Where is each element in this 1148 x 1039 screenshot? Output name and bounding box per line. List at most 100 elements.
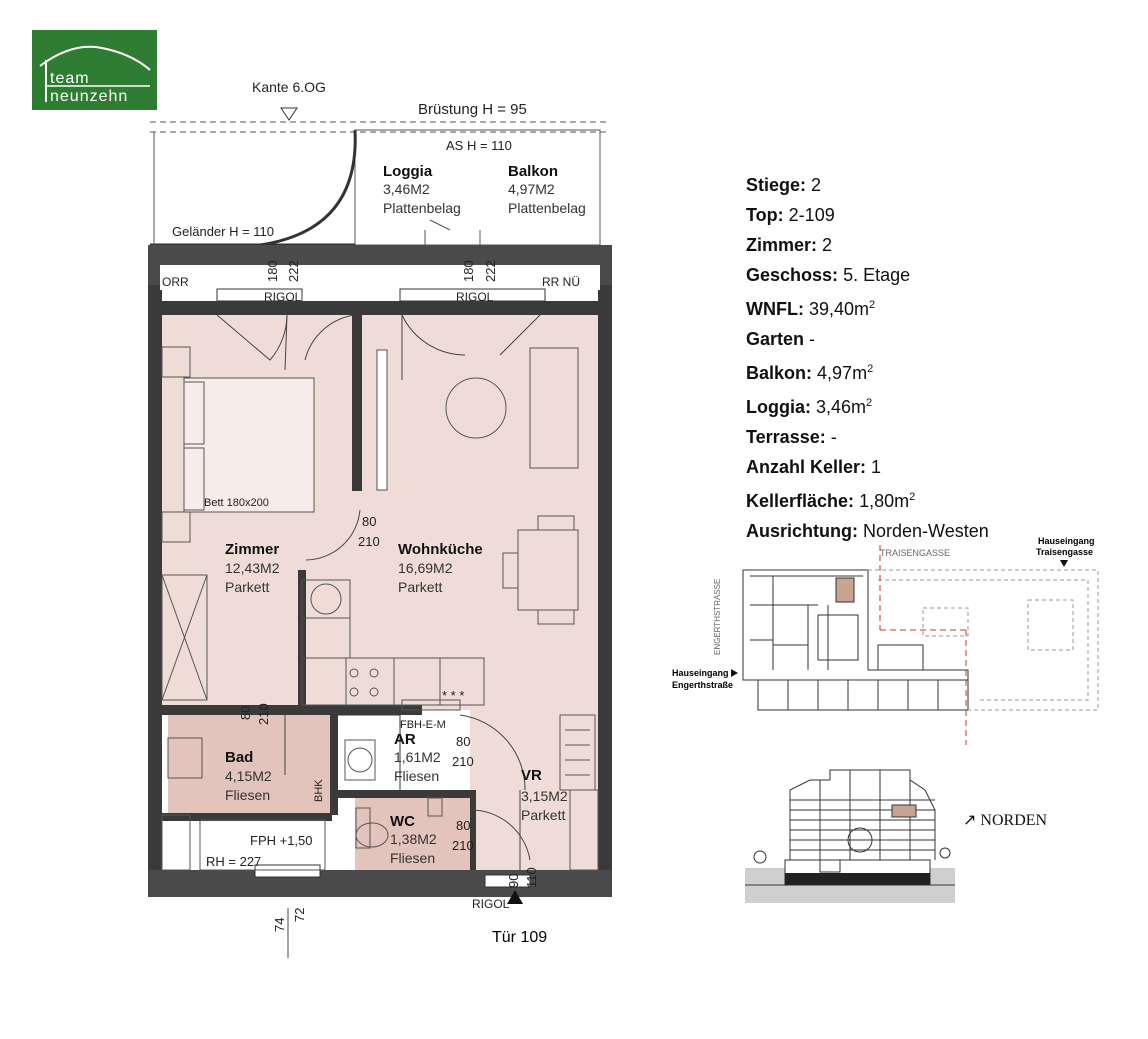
entrance-label: Tür 109: [492, 929, 547, 946]
dim-210-zimmer: 210: [358, 534, 380, 549]
dim-72: 72: [292, 908, 307, 922]
room-name-balkon: Balkon: [508, 163, 558, 180]
room-name-wohnkueche: Wohnküche: [398, 541, 483, 558]
bhk-label: BHK: [313, 779, 325, 802]
room-floor-loggia: Plattenbelag: [383, 200, 461, 216]
info-row: Kellerfläche: 1,80m2: [746, 491, 916, 511]
room-area-balkon: 4,97M2: [508, 181, 555, 197]
info-row: Anzahl Keller: 1: [746, 457, 882, 477]
fph-label: FPH +1,50: [250, 833, 313, 848]
window-rigol: [216, 288, 546, 888]
dim-80-ar: 80: [456, 734, 470, 749]
info-row: Ausrichtung: Norden-Westen: [746, 521, 989, 541]
north-arrow-icon: ↗: [963, 812, 977, 829]
door-swings: [216, 314, 541, 870]
dim-80-bad: 80: [238, 706, 253, 720]
entrance-traisengasse-line2: Traisengasse: [1036, 547, 1093, 557]
room-floor-wohnkueche: Parkett: [398, 579, 442, 595]
entrance-traisengasse-arrow-icon: [1060, 560, 1068, 567]
room-area-loggia: 3,46M2: [383, 181, 430, 197]
dim-210-wc: 210: [452, 838, 474, 853]
dim-222-left: 222: [286, 260, 301, 282]
bed-label: Bett 180x200: [204, 497, 269, 509]
info-row: Terrasse: -: [746, 427, 837, 447]
room-fills: [162, 315, 598, 870]
info-row: Stiege: 2: [746, 175, 822, 195]
building-section: [745, 769, 955, 903]
entrance-engerthstrasse-line1: Hauseingang: [672, 668, 729, 678]
north-indicator: ↗ NORDEN: [963, 810, 1047, 830]
railing-label: Geländer H = 110: [172, 224, 274, 239]
site-buildings-dashed: [868, 569, 1099, 711]
dim-180-left: 180: [265, 260, 280, 282]
info-row: WNFL: 39,40m2: [746, 299, 876, 319]
dim-180-right: 180: [461, 260, 476, 282]
section-building: [745, 769, 955, 886]
dim-222-right: 222: [483, 260, 498, 282]
site-buildings: [742, 569, 969, 711]
dim-210-ar: 210: [452, 754, 474, 769]
logo-roof-icon: [39, 45, 151, 102]
rigol-label-2: RIGOL: [456, 290, 494, 304]
rigol-label-1: RIGOL: [264, 290, 302, 304]
company-logo: team neunzehn: [32, 30, 157, 110]
room-name-vr: VR: [521, 767, 542, 784]
apartment-location-marker: [835, 577, 855, 603]
room-floor-ar: Fliesen: [394, 768, 439, 784]
as-label: AS H = 110: [446, 138, 512, 153]
info-row: Garten -: [746, 329, 816, 349]
logo-text-team: team: [50, 70, 90, 87]
dim-80-wc: 80: [456, 818, 470, 833]
rr-nue-label: RR NÜ: [542, 275, 580, 289]
info-row: Geschoss: 5. Etage: [746, 265, 911, 285]
room-area-wc: 1,38M2: [390, 831, 437, 847]
orr-label: ORR: [162, 275, 189, 289]
street-engerthstrasse: ENGERTHSTRASSE: [713, 579, 722, 655]
room-floor-wc: Fliesen: [390, 850, 435, 866]
site-plan: TRAISENGASSE ENGERTHSTRASSE Hauseingang …: [672, 536, 1099, 745]
room-name-ar: AR: [394, 731, 416, 748]
room-name-wc: WC: [390, 813, 415, 830]
dim-110-entry: 110: [524, 867, 539, 888]
room-floor-balkon: Plattenbelag: [508, 200, 586, 216]
entrance-traisengasse-line1: Hauseingang: [1038, 536, 1095, 546]
fbh-label: FBH-E-M: [400, 719, 446, 731]
info-row: Balkon: 4,97m2: [746, 363, 874, 383]
stove-label: * * *: [442, 688, 464, 703]
dim-90-entry: 90: [506, 874, 521, 888]
info-row: Top: 2-109: [746, 205, 835, 225]
entrance-engerthstrasse-line2: Engerthstraße: [672, 680, 733, 690]
logo-text-neunzehn: neunzehn: [50, 88, 129, 105]
entrance-engerthstrasse-arrow-icon: [731, 669, 738, 677]
info-row: Zimmer: 2: [746, 235, 833, 255]
room-area-wohnkueche: 16,69M2: [398, 560, 453, 576]
rh-label: RH = 227: [206, 854, 261, 869]
room-area-zimmer: 12,43M2: [225, 560, 280, 576]
room-floor-zimmer: Parkett: [225, 579, 269, 595]
room-name-bad: Bad: [225, 749, 253, 766]
floor-plan: Kante 6.OG Brüstung H = 95 AS H = 110 Ge…: [148, 79, 612, 958]
room-floor-bad: Fliesen: [225, 787, 270, 803]
street-traisengasse: TRAISENGASSE: [880, 548, 950, 558]
edge-marker-icon: [280, 107, 298, 121]
north-label: NORDEN: [980, 812, 1048, 829]
section-apartment-marker: [891, 804, 917, 818]
dim-80-zimmer: 80: [362, 514, 376, 529]
dim-210-bad: 210: [256, 703, 271, 725]
info-row: Loggia: 3,46m2: [746, 397, 873, 417]
room-name-zimmer: Zimmer: [225, 541, 279, 558]
rigol-label-3: RIGOL: [472, 897, 510, 911]
apartment-info: Stiege: 2 Top: 2-109 Zimmer: 2 Geschoss:…: [746, 170, 989, 546]
edge-label: Kante 6.OG: [252, 79, 326, 95]
furniture: [161, 346, 599, 871]
parapet-label: Brüstung H = 95: [418, 101, 527, 118]
section-basement: [785, 873, 930, 885]
entrance-arrow-icon: [507, 890, 523, 904]
dim-74: 74: [272, 918, 287, 932]
facade-strip: [160, 265, 600, 290]
room-floor-vr: Parkett: [521, 807, 565, 823]
room-area-bad: 4,15M2: [225, 768, 272, 784]
room-name-loggia: Loggia: [383, 163, 433, 180]
room-area-ar: 1,61M2: [394, 749, 441, 765]
room-area-vr: 3,15M2: [521, 788, 568, 804]
